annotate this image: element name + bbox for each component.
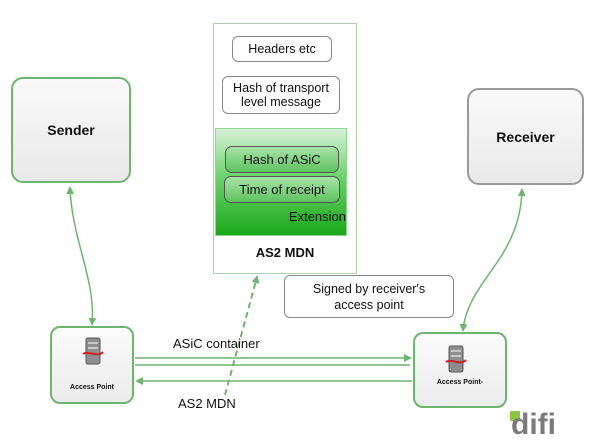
access-point-left-label: Access Point — [70, 384, 114, 391]
headers-box: Headers etc — [232, 36, 332, 62]
asic-container-label: ASiC container — [173, 336, 260, 351]
time-of-receipt-box: Time of receipt — [224, 176, 340, 203]
sender-node: Sender — [11, 77, 131, 183]
hash-transport-line2: level message — [241, 95, 321, 109]
as2-mdn-title: AS2 MDN — [255, 245, 315, 260]
signed-line2: access point — [334, 297, 404, 312]
hash-asic-label: Hash of ASiC — [243, 152, 321, 167]
signed-line1: Signed by receiver's — [312, 281, 426, 296]
mdn-dashed-arrow — [224, 275, 260, 396]
server-icon — [445, 345, 467, 373]
time-of-receipt-label: Time of receipt — [239, 182, 325, 197]
hash-asic-box: Hash of ASiC — [225, 146, 339, 173]
extension-label: Extension — [288, 209, 346, 224]
as2-mdn-edge-label: AS2 MDN — [178, 396, 236, 411]
receiver-node: Receiver — [467, 88, 584, 185]
svg-text:difi: difi — [511, 408, 556, 437]
sender-label: Sender — [47, 122, 95, 138]
hash-transport-box: Hash of transport level message — [222, 76, 340, 114]
access-point-right-label: Access Point- — [436, 379, 484, 386]
receiver-ap-link — [459, 188, 526, 332]
sender-ap-link — [66, 186, 97, 326]
headers-label: Headers etc — [248, 42, 316, 56]
server-icon — [82, 337, 104, 365]
access-point-left: Access Point — [50, 326, 134, 404]
difi-logo: difi — [510, 408, 556, 437]
hash-transport-line1: Hash of transport — [233, 81, 329, 95]
receiver-label: Receiver — [496, 128, 555, 145]
access-point-right: Access Point- — [413, 332, 507, 408]
signed-callout: Signed by receiver's access point — [284, 275, 454, 318]
